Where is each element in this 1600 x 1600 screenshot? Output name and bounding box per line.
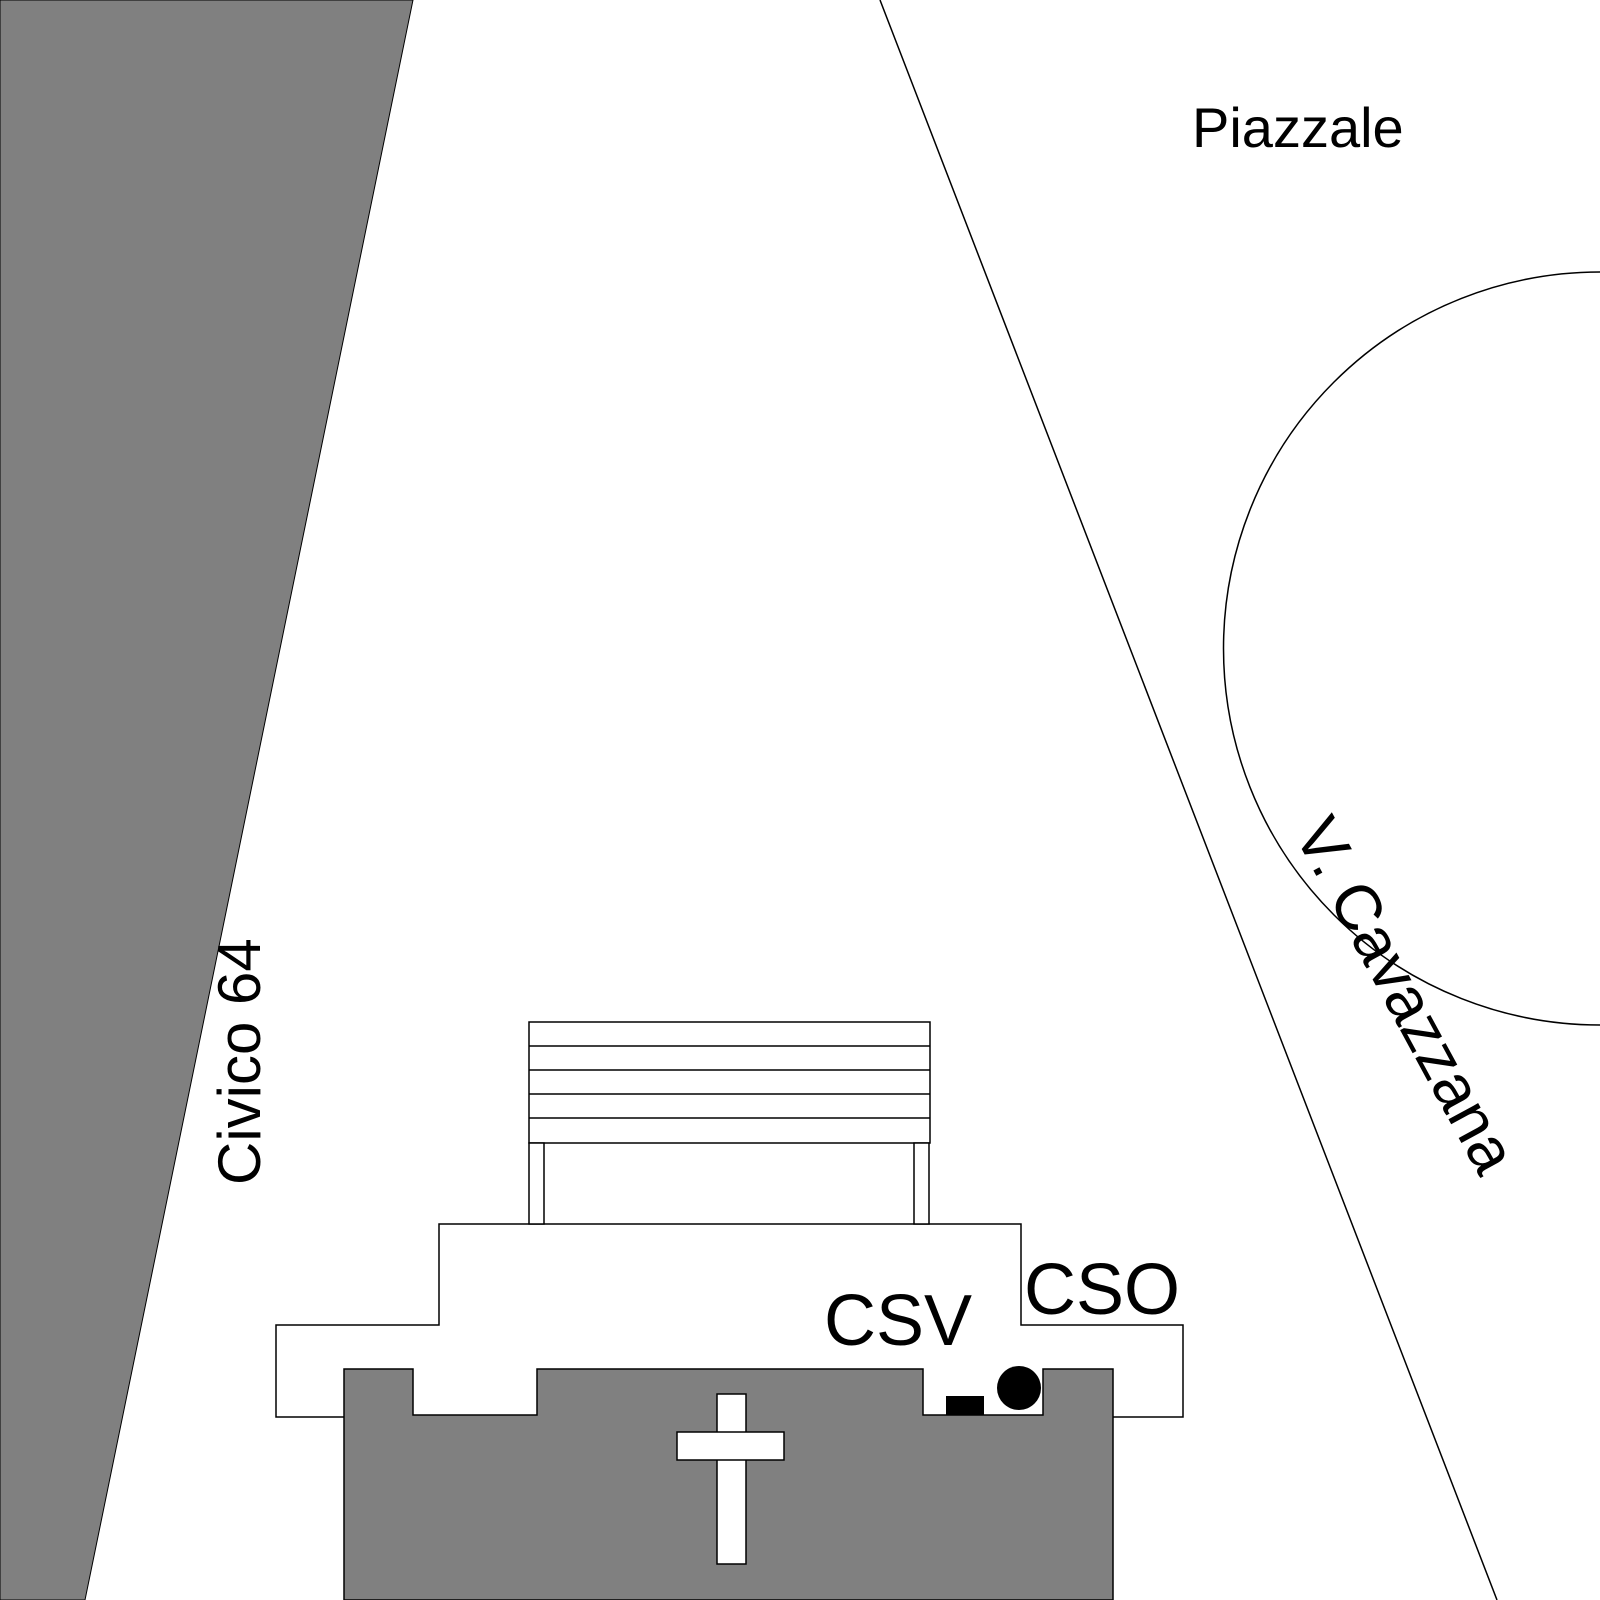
civico-64-building — [0, 0, 414, 1600]
square-marker-icon — [946, 1396, 984, 1415]
bench — [528, 1021, 931, 1225]
roundabout-arc — [1222, 271, 1600, 1026]
bench-seat — [528, 1021, 931, 1144]
circle-marker-icon — [997, 1366, 1041, 1410]
road-edge-line — [879, 0, 1498, 1600]
piazzale-label: Piazzale — [1192, 96, 1404, 159]
cso-label: CSO — [1024, 1250, 1180, 1330]
csv-label: CSV — [824, 1281, 972, 1361]
bench-leg-right — [913, 1142, 930, 1225]
street-label: V. Cavazzana — [1281, 805, 1532, 1185]
bench-leg-left — [528, 1142, 545, 1225]
cross-icon — [676, 1393, 785, 1565]
civico-label: Civico 64 — [206, 938, 273, 1185]
